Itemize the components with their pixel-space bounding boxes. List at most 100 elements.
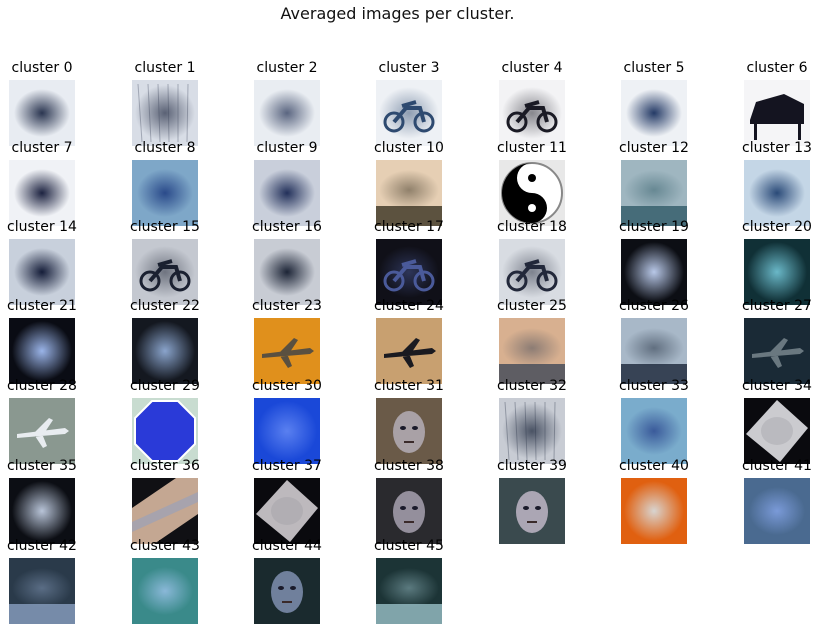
- cluster-cell: cluster 36: [110, 458, 220, 544]
- cluster-average-image: [9, 80, 75, 146]
- cluster-cell: cluster 43: [110, 538, 220, 624]
- thumb-eye: [523, 506, 529, 510]
- cluster-cell: cluster 21: [0, 298, 97, 384]
- thumb-blob: [747, 242, 807, 302]
- cluster-cell: cluster 10: [354, 140, 464, 226]
- thumb-streak: [534, 401, 537, 461]
- cluster-thumbnail-svg: [744, 478, 810, 544]
- cluster-label: cluster 3: [378, 60, 440, 76]
- thumb-blob: [624, 170, 684, 210]
- cluster-cell: cluster 16: [232, 219, 342, 305]
- cluster-thumbnail-svg: [744, 318, 810, 384]
- thumb-blob: [624, 481, 684, 541]
- thumb-eye: [400, 506, 406, 510]
- thumb-plane: [384, 338, 436, 368]
- cluster-cell: cluster 44: [232, 538, 342, 624]
- cluster-label: cluster 35: [7, 458, 77, 474]
- cluster-label: cluster 2: [256, 60, 318, 76]
- cluster-label: cluster 29: [130, 378, 200, 394]
- thumb-mouth: [404, 521, 414, 523]
- thumb-piano-leg: [798, 124, 801, 140]
- thumb-ground: [621, 364, 687, 384]
- thumb-wheel: [139, 270, 161, 292]
- thumb-plane: [752, 338, 804, 368]
- cluster-label: cluster 10: [374, 140, 444, 156]
- thumb-streak: [514, 401, 519, 461]
- cluster-average-image: [254, 398, 320, 464]
- cluster-thumbnail-svg: [132, 80, 198, 146]
- cluster-label: cluster 7: [11, 140, 73, 156]
- cluster-thumbnail-svg: [254, 398, 320, 464]
- thumb-wheel: [536, 111, 558, 133]
- cluster-average-image: [376, 239, 442, 305]
- cluster-label: cluster 24: [374, 298, 444, 314]
- cluster-average-image: [744, 398, 810, 464]
- cluster-label: cluster 12: [619, 140, 689, 156]
- cluster-average-image: [499, 160, 565, 226]
- cluster-average-image: [254, 80, 320, 146]
- thumb-plane: [262, 338, 314, 368]
- cluster-cell: cluster 7: [0, 140, 97, 226]
- cluster-thumbnail-svg: [376, 558, 442, 624]
- cluster-label: cluster 14: [7, 219, 77, 235]
- cluster-label: cluster 6: [746, 60, 808, 76]
- cluster-thumbnail-svg: [376, 478, 442, 544]
- cluster-average-image: [376, 160, 442, 226]
- cluster-cell: cluster 41: [722, 458, 832, 544]
- thumb-ground: [499, 364, 565, 384]
- thumb-blob: [502, 246, 562, 298]
- cluster-thumbnail-svg: [9, 318, 75, 384]
- cluster-cell: cluster 4: [477, 60, 587, 146]
- cluster-thumbnail-svg: [254, 318, 320, 384]
- cluster-thumbnail-svg: [254, 160, 320, 226]
- cluster-thumbnail-svg: [621, 478, 687, 544]
- cluster-cell: cluster 42: [0, 538, 97, 624]
- thumb-streak: [186, 83, 189, 143]
- cluster-label: cluster 13: [742, 140, 812, 156]
- thumb-blob: [626, 89, 682, 137]
- thumb-blob: [12, 568, 72, 608]
- thumb-blob: [626, 407, 682, 455]
- cluster-cell: cluster 24: [354, 298, 464, 384]
- cluster-average-image: [9, 478, 75, 544]
- cluster-label: cluster 44: [252, 538, 322, 554]
- cluster-cell: cluster 13: [722, 140, 832, 226]
- cluster-cell: cluster 23: [232, 298, 342, 384]
- cluster-thumbnail-svg: [744, 80, 810, 146]
- thumb-blob: [12, 321, 72, 381]
- cluster-label: cluster 17: [374, 219, 444, 235]
- cluster-label: cluster 42: [7, 538, 77, 554]
- cluster-label: cluster 32: [497, 378, 567, 394]
- thumb-face: [516, 491, 548, 533]
- cluster-thumbnail-svg: [499, 398, 565, 464]
- cluster-label: cluster 38: [374, 458, 444, 474]
- thumb-streak: [157, 83, 161, 143]
- thumb-blob: [749, 169, 805, 217]
- cluster-thumbnail-svg: [499, 80, 565, 146]
- thumb-frame: [515, 259, 549, 283]
- cluster-label: cluster 1: [134, 60, 196, 76]
- thumb-blob: [502, 328, 562, 368]
- thumb-mouth: [404, 441, 414, 443]
- thumb-wheel: [413, 270, 435, 292]
- cluster-cell: cluster 18: [477, 219, 587, 305]
- thumb-blob: [502, 403, 562, 459]
- thumb-streak: [504, 401, 510, 461]
- cluster-thumbnail-svg: [9, 558, 75, 624]
- cluster-average-image: [744, 478, 810, 544]
- cluster-thumbnail-svg: [9, 239, 75, 305]
- cluster-thumbnail-svg: [376, 318, 442, 384]
- cluster-label: cluster 16: [252, 219, 322, 235]
- thumb-frame: [148, 259, 182, 283]
- thumb-frame: [515, 100, 549, 124]
- cluster-thumbnail-svg: [132, 160, 198, 226]
- cluster-average-image: [9, 239, 75, 305]
- cluster-label: cluster 43: [130, 538, 200, 554]
- cluster-average-image: [499, 318, 565, 384]
- cluster-label: cluster 15: [130, 219, 200, 235]
- cluster-cell: cluster 1: [110, 60, 220, 146]
- thumb-eye: [278, 586, 284, 590]
- cluster-thumbnail-svg: [621, 318, 687, 384]
- thumb-wheel: [169, 270, 191, 292]
